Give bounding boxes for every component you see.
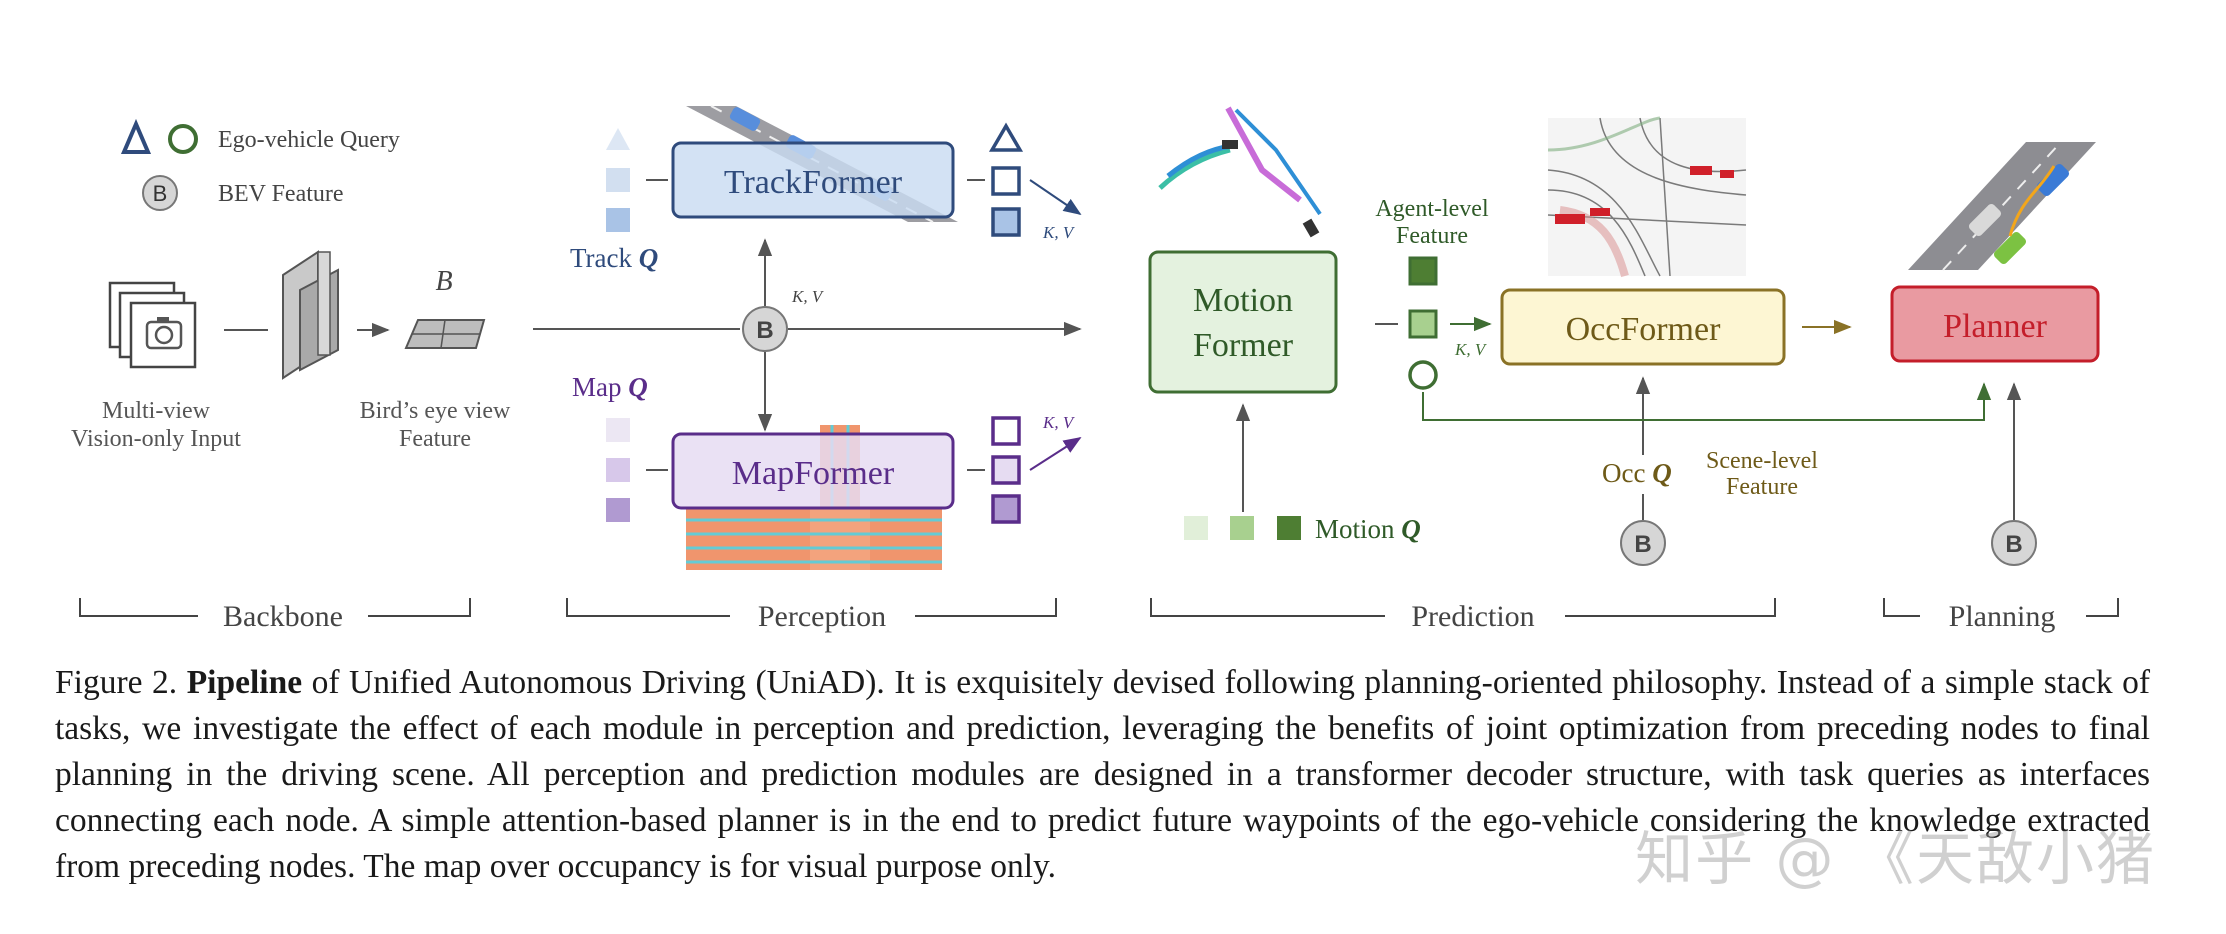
occ-bev-node xyxy=(1620,520,1666,566)
planner-bev-node xyxy=(1991,520,2037,566)
motion-query-square-dark xyxy=(1277,516,1301,540)
kv-label-agent: K, V xyxy=(1454,340,1488,359)
map-query-square-mid xyxy=(606,458,630,482)
scene-level-label-line2: Feature xyxy=(1726,474,1798,500)
input-label-line2: Vision-only Input xyxy=(71,426,241,452)
occ-bev-node-letter: B xyxy=(1634,531,1651,558)
caption-bold-term: Pipeline xyxy=(186,664,303,701)
bev-label-line1: Bird’s eye view xyxy=(360,398,511,424)
bev-plane-icon xyxy=(404,319,486,349)
agent-feature-circle xyxy=(1408,360,1438,390)
motion-q-label: Motion Q xyxy=(1315,514,1421,544)
agent-level-label-line2: Feature xyxy=(1396,223,1468,249)
ego-query-label: Ego-vehicle Query xyxy=(218,127,400,153)
planning-road-image xyxy=(1908,141,2096,271)
bev-symbol-label: B xyxy=(435,266,452,297)
motion-query-square-light xyxy=(1184,516,1208,540)
motionformer-block xyxy=(1148,250,1338,394)
bev-label-line2: Feature xyxy=(399,426,471,452)
planning-section-label: Planning xyxy=(1949,600,2056,633)
bev-node xyxy=(742,306,788,352)
mapformer-label: MapFormer xyxy=(732,455,895,492)
kv-label-bev: K, V xyxy=(791,287,825,306)
legend: Ego-vehicle Query B BEV Feature xyxy=(120,118,400,211)
map-query-square-out-2 xyxy=(991,455,1021,485)
figure-number: Figure 2. xyxy=(55,664,178,701)
map-query-square-light xyxy=(606,418,630,442)
kv-label-map: K, V xyxy=(1042,413,1076,432)
map-query-square-dark xyxy=(606,498,630,522)
map-q-label: Map Q xyxy=(572,372,648,402)
backbone-section-label: Backbone xyxy=(223,600,343,633)
motion-query-square-mid xyxy=(1230,516,1254,540)
planning-section: Planner B Planning xyxy=(1883,141,2119,633)
track-query-square-light xyxy=(606,168,630,192)
perception-section: B K, V TrackFormer Track Q K, V xyxy=(533,105,1082,633)
perception-section-label: Perception xyxy=(758,600,886,633)
prediction-section: Motion Former Motion Q Agent-level Featu… xyxy=(1148,106,1992,633)
occ-q-label: Occ Q xyxy=(1602,458,1672,488)
input-label-line1: Multi-view xyxy=(102,398,211,424)
prediction-section-label: Prediction xyxy=(1411,600,1534,633)
watermark: 知乎 @ 《天敌小猪 xyxy=(1635,825,2156,893)
motion-trajectory-image xyxy=(1158,106,1322,238)
occupancy-map-image xyxy=(1547,116,1747,278)
planner-label: Planner xyxy=(1943,308,2048,345)
bev-feature-icon xyxy=(142,175,178,211)
figure-caption: Figure 2. Pipeline of Unified Autonomous… xyxy=(55,660,2150,890)
map-query-square-out-3 xyxy=(991,494,1021,524)
track-query-triangle-faded xyxy=(606,128,630,150)
track-query-square-out-2 xyxy=(991,207,1021,237)
agent-feature-square-dark xyxy=(1408,256,1438,286)
uniad-pipeline-diagram: Ego-vehicle Query B BEV Feature Multi-vi… xyxy=(71,105,2119,633)
caption-text: of Unified Autonomous Driving (UniAD). I… xyxy=(55,664,2151,885)
trackformer-label: TrackFormer xyxy=(724,164,903,201)
bev-feature-label: BEV Feature xyxy=(218,181,344,207)
bev-node-letter: B xyxy=(756,317,773,344)
map-query-square-out-1 xyxy=(991,416,1021,446)
track-q-label: Track Q xyxy=(570,243,658,273)
mapformer-block xyxy=(671,432,955,510)
motionformer-label-line2: Former xyxy=(1193,327,1294,364)
occformer-block xyxy=(1500,288,1786,366)
track-query-square-mid xyxy=(606,208,630,232)
backbone-section: Multi-view Vision-only Input B Bird’s ey… xyxy=(71,250,511,633)
ego-query-circle-icon xyxy=(168,124,198,154)
ego-query-triangle-icon xyxy=(120,118,152,154)
agent-level-label-line1: Agent-level xyxy=(1375,196,1489,222)
track-query-triangle-out xyxy=(988,122,1024,152)
planner-block xyxy=(1890,285,2100,363)
planner-bev-node-letter: B xyxy=(2005,531,2022,558)
trackformer-block xyxy=(671,141,955,219)
bev-feature-icon-letter: B xyxy=(153,181,168,206)
occformer-label: OccFormer xyxy=(1566,311,1722,348)
camera-stack-icon xyxy=(108,281,197,369)
scene-level-label-line1: Scene-level xyxy=(1706,448,1818,474)
kv-label-track: K, V xyxy=(1042,223,1076,242)
backbone-network-icon xyxy=(282,250,339,380)
motionformer-label-line1: Motion xyxy=(1193,282,1293,319)
agent-feature-square-light xyxy=(1408,309,1438,339)
track-query-square-out-1 xyxy=(991,166,1021,196)
